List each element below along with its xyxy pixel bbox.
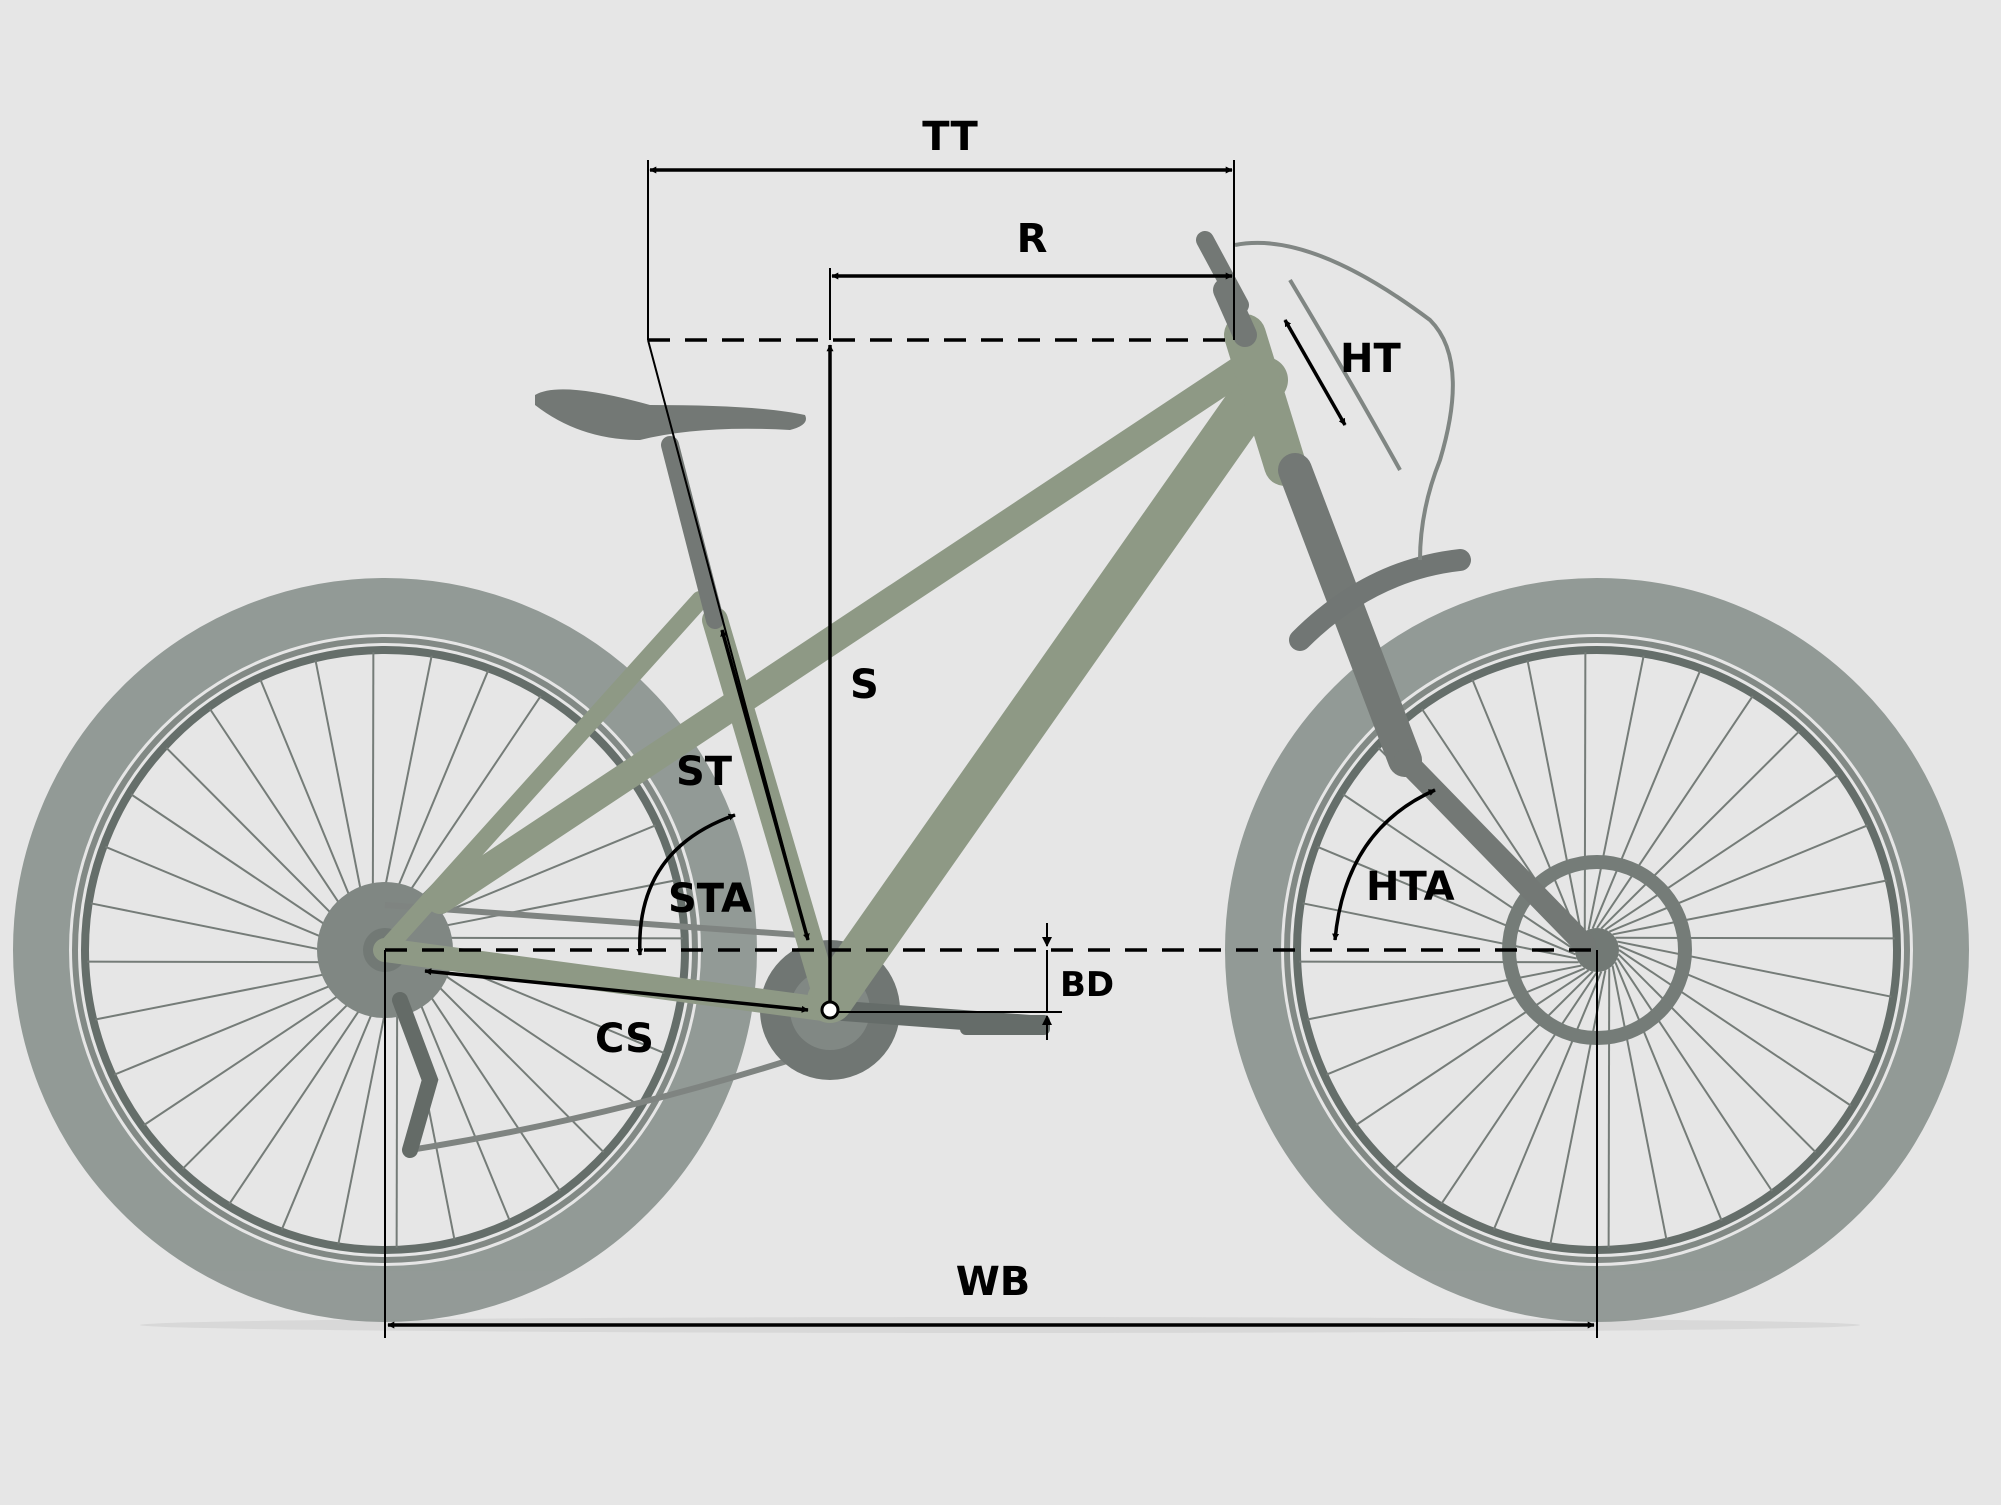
spoke (1471, 678, 1580, 939)
label-s: S (850, 662, 879, 708)
label-cs: CS (595, 1016, 654, 1062)
bb-drop-dimension: BD (835, 923, 1114, 1040)
spoke (1591, 670, 1702, 929)
spoke (1611, 965, 1668, 1240)
label-sta: STA (668, 876, 752, 922)
spoke (1617, 953, 1817, 1154)
reach-dimension: R (829, 216, 1233, 340)
geometry-annotations: TT R HT S ST STA (384, 114, 1598, 1338)
brake-cable (1234, 240, 1455, 561)
top-tube-dimension: TT (647, 114, 1235, 340)
spoke (1618, 949, 1852, 1107)
rear-derailleur (392, 992, 439, 1158)
spoke (1617, 940, 1892, 998)
spoke (1618, 944, 1877, 1055)
spoke (1608, 824, 1869, 933)
spoke (1616, 957, 1773, 1192)
head-tube-angle: HTA (1332, 788, 1455, 941)
spoke (1492, 971, 1603, 1230)
chainstay-dimension: CS (424, 968, 840, 1062)
spoke (1596, 695, 1754, 929)
label-hta: HTA (1366, 864, 1455, 910)
spoke (1612, 879, 1887, 936)
spoke (1299, 960, 1579, 964)
pedal (960, 1015, 1050, 1035)
label-bd: BD (1060, 965, 1114, 1005)
saddle (535, 389, 806, 440)
label-r: R (1017, 216, 1048, 262)
label-ht: HT (1340, 336, 1401, 382)
seat-tube-angle: STA (636, 813, 752, 956)
spoke (1587, 655, 1645, 930)
spoke (1440, 971, 1598, 1205)
spoke (1325, 967, 1586, 1076)
label-tt: TT (922, 114, 978, 160)
wheelbase-dimension: WB (384, 950, 1598, 1338)
spoke (1355, 969, 1590, 1126)
spoke (1526, 660, 1583, 935)
spoke (1307, 964, 1582, 1021)
label-wb: WB (956, 1259, 1031, 1305)
spoke (1600, 730, 1801, 930)
spoke (1615, 936, 1895, 940)
spoke (1583, 652, 1587, 932)
bottom-bracket-marker (820, 1000, 840, 1020)
front-fender (1289, 549, 1471, 651)
head-tube-dimension: HT (1283, 319, 1401, 426)
spoke (1607, 968, 1611, 1248)
spoke (1604, 774, 1839, 931)
spoke (1393, 970, 1594, 1170)
stack-dimension: S (826, 344, 879, 1009)
bicycle-illustration (13, 231, 1969, 1322)
spoke (1614, 961, 1723, 1222)
seat-tube-dimension: ST (647, 339, 810, 941)
label-st: ST (676, 749, 733, 795)
